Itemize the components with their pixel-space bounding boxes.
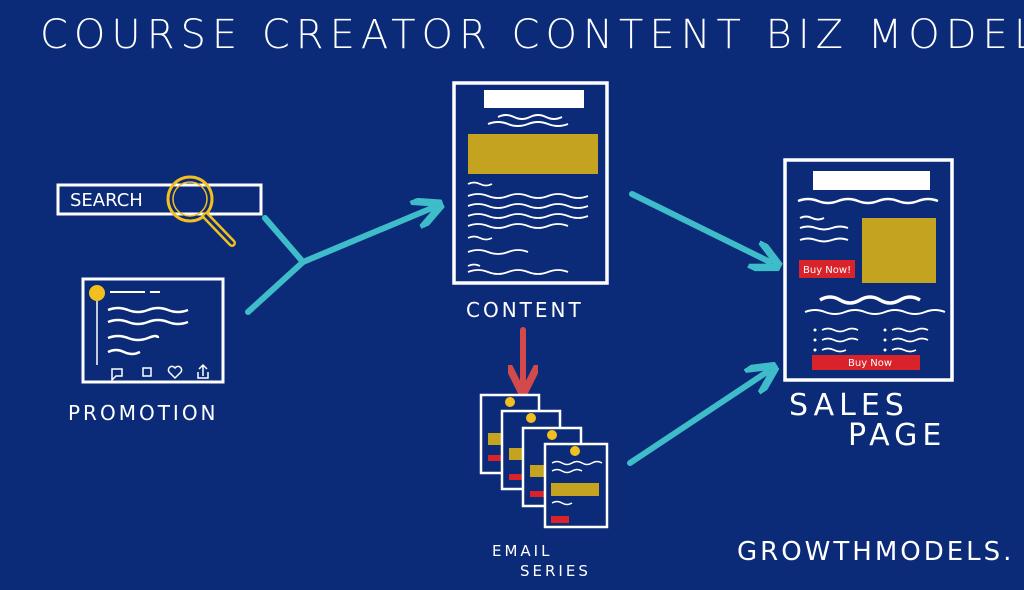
sales-page: Buy Now! Buy Now xyxy=(783,158,954,382)
sales-label-line2: Page xyxy=(848,418,946,453)
email-label-line1: Email xyxy=(492,542,552,560)
promotion-label: Promotion xyxy=(68,401,219,425)
magnifier-icon xyxy=(166,175,236,247)
content-page xyxy=(452,81,609,285)
buy-now-bottom-button xyxy=(812,355,920,370)
search-label: SEARCH xyxy=(70,190,143,211)
retweet-icon xyxy=(142,367,152,377)
email-label-line2: Series xyxy=(520,562,591,580)
buy-now-side-button xyxy=(799,260,855,278)
content-label: Content xyxy=(466,298,584,322)
search-bar: SEARCH xyxy=(56,175,263,247)
diagram-title: Course Creator Content Biz Model xyxy=(40,12,1024,58)
heart-icon xyxy=(167,365,183,380)
sales-label-line1: Sales xyxy=(789,388,909,423)
buy-now-bottom-label: Buy Now xyxy=(848,358,892,369)
content-to-sales-arrow xyxy=(629,191,770,262)
promotion-to-content-arrow xyxy=(245,208,432,315)
avatar xyxy=(89,285,105,301)
email-to-sales-arrow xyxy=(627,372,767,466)
social-post-card xyxy=(81,277,225,384)
share-icon xyxy=(197,363,209,379)
email-series-stack xyxy=(479,393,609,529)
comment-icon xyxy=(111,368,123,382)
buy-now-side-label: Buy Now! xyxy=(803,265,851,276)
email-card-4 xyxy=(543,442,609,529)
footer-brand: Growthmodels. co xyxy=(737,537,1024,567)
